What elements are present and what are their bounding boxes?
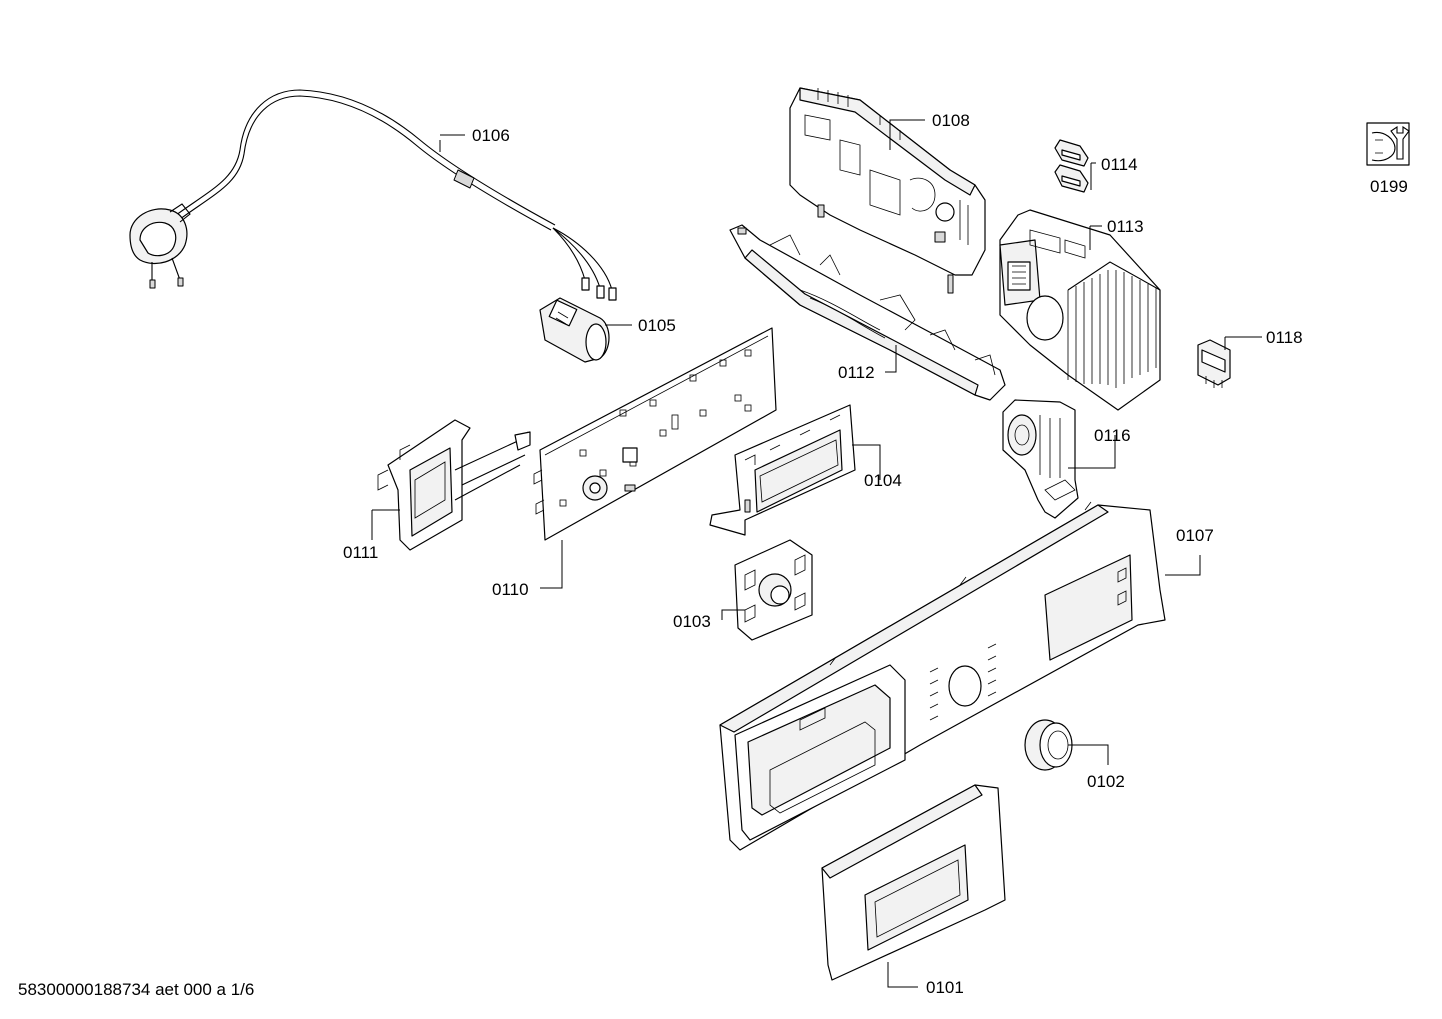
label-0116: 0116 — [1094, 426, 1131, 445]
label-0112: 0112 — [838, 363, 875, 382]
label-0101: 0101 — [926, 978, 964, 997]
selector-knob-part — [1024, 719, 1073, 771]
label-0103: 0103 — [673, 612, 711, 631]
fan-housing-part — [1002, 399, 1079, 519]
cable-holder-rail-part — [729, 224, 1006, 401]
power-module-heatsink-part — [999, 209, 1161, 411]
part-labels: 0106 0105 0108 0114 0113 0118 0112 0116 … — [343, 111, 1408, 997]
leader-lines — [371, 119, 1262, 988]
label-0104: 0104 — [864, 471, 902, 490]
connector-block-part — [1197, 339, 1231, 388]
label-0106: 0106 — [472, 126, 510, 145]
power-cable-part — [129, 89, 617, 301]
label-0113: 0113 — [1107, 217, 1144, 236]
knob-holder-part — [734, 539, 813, 641]
label-0102: 0102 — [1087, 772, 1125, 791]
label-0199: 0199 — [1370, 177, 1408, 196]
display-frame-part — [709, 404, 856, 536]
label-0105: 0105 — [638, 316, 676, 335]
interference-filter-part — [539, 297, 610, 363]
ferrite-core-part — [1054, 139, 1089, 193]
main-pcb-board-part — [533, 327, 777, 541]
label-0114: 0114 — [1101, 155, 1138, 174]
label-0111: 0111 — [343, 543, 378, 562]
label-0108: 0108 — [932, 111, 970, 130]
front-panel-fascia-part — [719, 501, 1166, 851]
document-reference-footer: 58300000188734 aet 000 a 1/6 — [18, 980, 255, 999]
wrench-tool-icon — [1366, 122, 1410, 166]
drawer-handle-part — [821, 784, 1006, 981]
label-0110: 0110 — [492, 580, 529, 599]
label-0107: 0107 — [1176, 526, 1214, 545]
pcb-bracket-part — [377, 419, 531, 551]
label-0118: 0118 — [1266, 328, 1303, 347]
